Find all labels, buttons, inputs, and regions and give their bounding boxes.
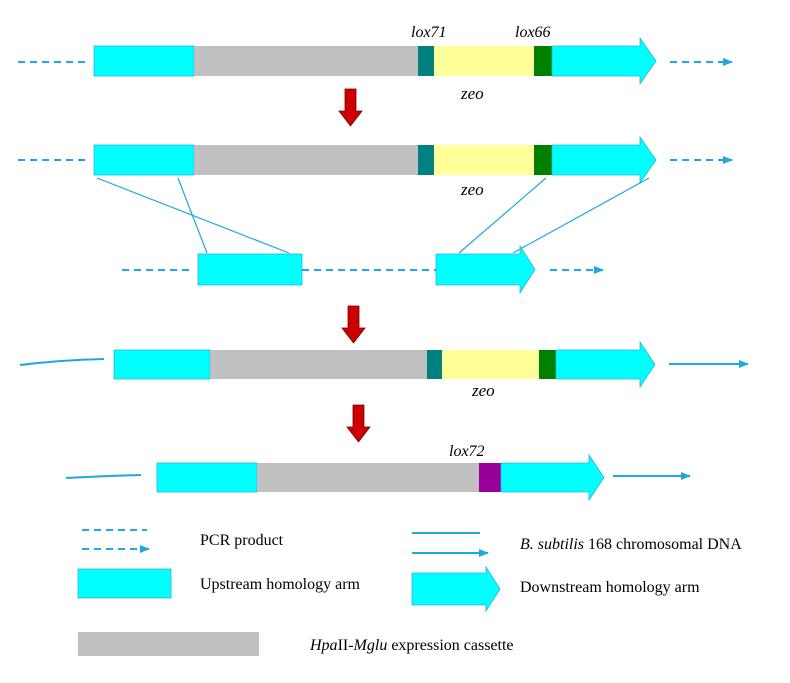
chromosome-target-row: [122, 244, 604, 295]
legend-chrom-rest: 168 chromosomal DNA: [584, 536, 742, 553]
downstream-homology-arm: [555, 340, 656, 389]
zeo-gene: [434, 46, 534, 76]
downstream-homology-arm: [500, 453, 605, 502]
expression-cassette: [194, 46, 418, 76]
legend-cassette-hpa: Hpa: [309, 637, 338, 654]
down-arrow-icon: [338, 88, 363, 127]
downstream-homology-arm: [435, 244, 536, 295]
upstream-homology-arm: [113, 349, 211, 380]
lox66-site: [539, 350, 556, 379]
lox71-site: [418, 46, 434, 76]
zeo-label: zeo: [460, 84, 484, 103]
down-arrow-icon: [341, 305, 366, 344]
chromosomal-dna-line-left: [19, 358, 105, 366]
legend-downstream-label: Downstream homology arm: [520, 579, 700, 596]
upstream-homology-arm: [197, 253, 303, 286]
legend: PCR product B. subtilis 168 chromosomal …: [77, 529, 742, 656]
zeo-label: zeo: [471, 381, 495, 400]
zeo-gene: [434, 145, 534, 175]
legend-upstream-label: Upstream homology arm: [200, 576, 361, 593]
expression-cassette: [194, 145, 418, 175]
crossover-lines: [96, 177, 650, 254]
lox66-site: [534, 145, 552, 175]
legend-cassette-label: HpaII-Mglu expression cassette: [309, 637, 514, 654]
expression-cassette: [257, 463, 479, 492]
lox72-site: [479, 463, 501, 492]
down-arrow-icon: [346, 404, 371, 443]
lox71-site: [418, 145, 434, 175]
construct-row-1: lox71 lox66 zeo: [18, 24, 733, 103]
legend-cassette-swatch: [78, 632, 259, 656]
upstream-homology-arm: [156, 462, 258, 493]
legend-cassette-ii: II-: [338, 637, 354, 654]
legend-upstream-swatch: [77, 568, 172, 599]
downstream-homology-arm: [551, 36, 657, 86]
lox71-label: lox71: [411, 24, 447, 41]
lox71-site: [427, 350, 442, 379]
upstream-homology-arm: [93, 144, 195, 176]
legend-downstream-swatch: [411, 565, 501, 613]
construct-row-5: lox72: [65, 443, 691, 502]
lox66-site: [534, 46, 552, 76]
lox66-label: lox66: [515, 24, 551, 41]
construct-row-4: zeo: [19, 340, 749, 400]
chromosomal-dna-line-left: [65, 474, 142, 479]
downstream-homology-arm: [551, 135, 657, 185]
legend-pcr-label: PCR product: [200, 532, 284, 549]
zeo-gene: [442, 350, 539, 379]
legend-chrom-label: B. subtilis 168 chromosomal DNA: [520, 536, 742, 553]
upstream-homology-arm: [93, 45, 195, 77]
construct-row-2: zeo: [18, 135, 733, 199]
legend-chrom-species: B. subtilis: [520, 536, 584, 553]
expression-cassette: [210, 350, 427, 379]
legend-cassette-mglu: Mglu: [353, 637, 388, 654]
lox72-label: lox72: [449, 443, 485, 460]
legend-cassette-rest: expression cassette: [387, 637, 513, 654]
zeo-label: zeo: [460, 180, 484, 199]
